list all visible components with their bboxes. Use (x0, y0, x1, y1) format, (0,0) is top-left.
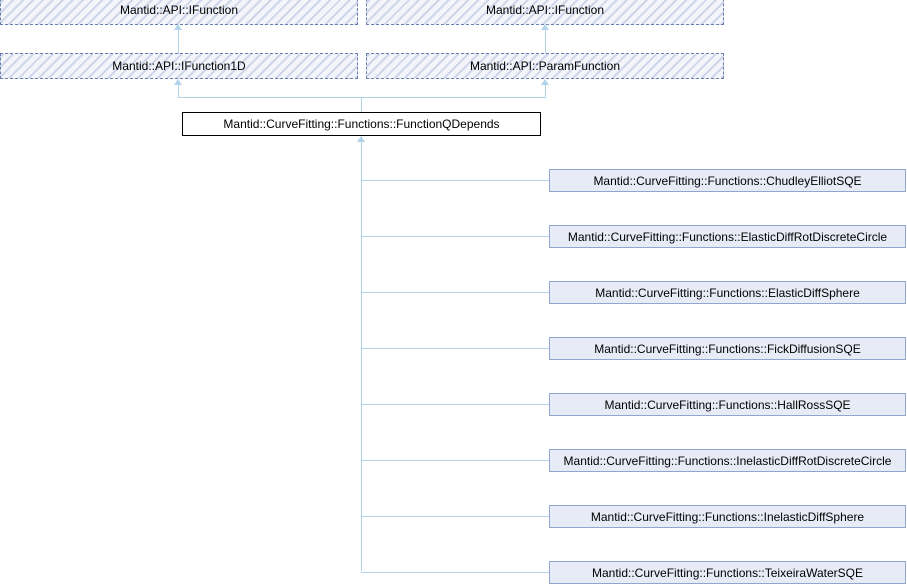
class-label: Mantid::CurveFitting::Functions::Elastic… (595, 285, 860, 300)
edge-vertical-into-current (361, 97, 362, 112)
arrow-up-icon (541, 79, 549, 85)
class-node-ifunction1d[interactable]: Mantid::API::IFunction1D (0, 53, 358, 79)
class-label: Mantid::API::ParamFunction (469, 59, 621, 73)
class-node-inelasticdiffsphere[interactable]: Mantid::CurveFitting::Functions::Inelast… (549, 505, 906, 528)
edge-branch-6 (361, 460, 549, 461)
arrow-up-icon (541, 24, 549, 30)
class-node-chudleyelliotsqe[interactable]: Mantid::CurveFitting::Functions::Chudley… (549, 169, 906, 192)
arrow-up-icon (174, 24, 182, 30)
class-label: Mantid::CurveFitting::Functions::HallRos… (604, 397, 851, 412)
class-label: Mantid::CurveFitting::Functions::FickDif… (594, 341, 861, 356)
edge-paramfunction-to-ifunction (545, 30, 546, 53)
class-node-paramfunction[interactable]: Mantid::API::ParamFunction (366, 53, 724, 79)
class-node-ifunction-right[interactable]: Mantid::API::IFunction (366, 0, 724, 25)
edge-ifunction1d-to-ifunction (178, 30, 179, 53)
class-label: Mantid::API::IFunction1D (112, 59, 246, 73)
edge-branch-8 (361, 572, 549, 573)
class-node-fickdiffusionsqe[interactable]: Mantid::CurveFitting::Functions::FickDif… (549, 337, 906, 360)
arrow-up-icon (174, 79, 182, 85)
class-node-elasticdiffrotdiscretecircle[interactable]: Mantid::CurveFitting::Functions::Elastic… (549, 225, 906, 248)
class-label: Mantid::CurveFitting::Functions::Inelast… (590, 509, 865, 524)
edge-branch-1 (361, 180, 549, 181)
arrow-up-icon (357, 136, 365, 142)
class-label: Mantid::CurveFitting::Functions::Functio… (223, 117, 500, 131)
edge-branch-5 (361, 404, 549, 405)
edge-stub-right (545, 85, 546, 97)
edge-branch-4 (361, 348, 549, 349)
edge-branch-7 (361, 516, 549, 517)
class-label: Mantid::API::IFunction (485, 2, 605, 17)
class-label: Mantid::CurveFitting::Functions::Teixeir… (592, 565, 863, 580)
class-label: Mantid::API::IFunction (119, 2, 239, 17)
class-node-hallrosssqe[interactable]: Mantid::CurveFitting::Functions::HallRos… (549, 393, 906, 416)
class-node-functionqdepends[interactable]: Mantid::CurveFitting::Functions::Functio… (182, 112, 541, 136)
class-node-inelasticdiffrotdiscretecircle[interactable]: Mantid::CurveFitting::Functions::Inelast… (549, 449, 906, 472)
class-node-elasticdiffsphere[interactable]: Mantid::CurveFitting::Functions::Elastic… (549, 281, 906, 304)
edge-branch-2 (361, 236, 549, 237)
class-label: Mantid::CurveFitting::Functions::Elastic… (567, 229, 888, 244)
edge-stub-left (178, 85, 179, 97)
edge-branch-3 (361, 292, 549, 293)
class-node-teixeirawatersqe[interactable]: Mantid::CurveFitting::Functions::Teixeir… (549, 561, 906, 584)
class-label: Mantid::CurveFitting::Functions::Inelast… (563, 453, 892, 468)
class-node-ifunction-left[interactable]: Mantid::API::IFunction (0, 0, 358, 25)
class-label: Mantid::CurveFitting::Functions::Chudley… (593, 173, 862, 188)
edge-trunk-derived (361, 141, 362, 571)
edge-horizontal-bases (178, 97, 546, 98)
